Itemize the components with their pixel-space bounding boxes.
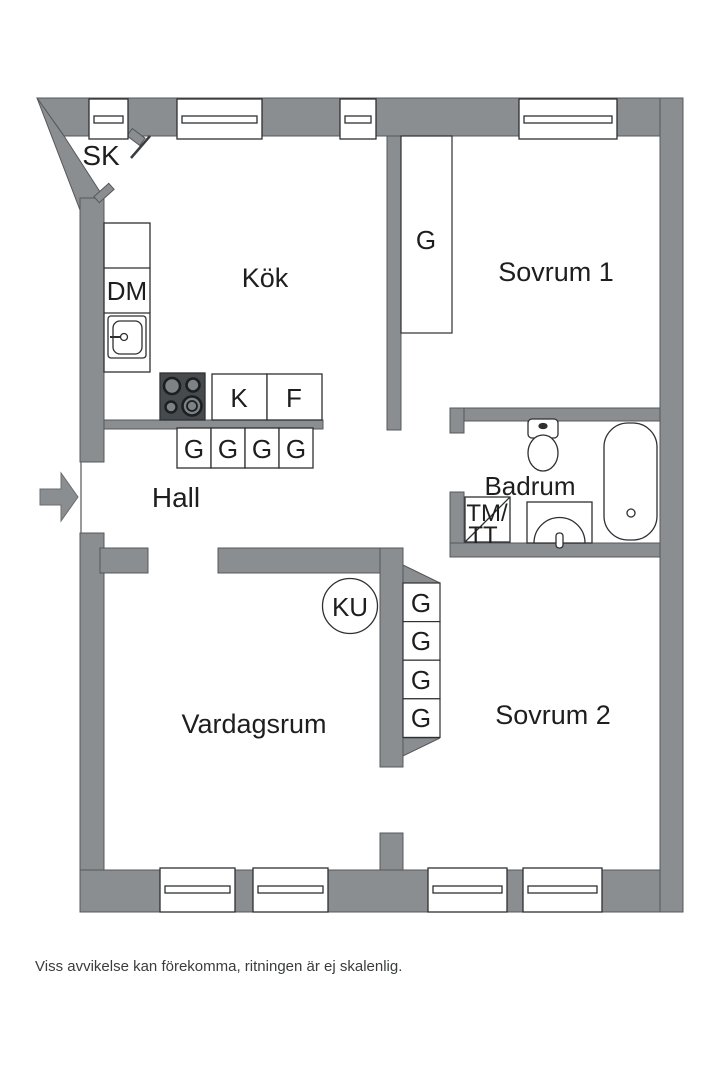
window-glass: [432, 885, 503, 894]
wardrobe-box: [402, 698, 441, 738]
disclaimer-text: Viss avvikelse kan förekomma, ritningen …: [35, 958, 403, 975]
wall-chamfer-top: [402, 564, 441, 584]
wall-left-lower: [79, 532, 105, 913]
wall-living-bedroom2: [379, 547, 404, 768]
label-bedroom1-wardrobe: G: [416, 225, 436, 255]
label-washer-2: TT: [468, 522, 498, 549]
wall-right: [659, 97, 684, 913]
stove-icon: [159, 372, 206, 421]
bedroom1-wardrobe-box: [400, 135, 453, 334]
label-wardrobe-g: G: [411, 665, 431, 695]
sk-door-hinge: [126, 127, 146, 147]
sk-door-leaf: [130, 135, 151, 159]
label-dishwasher: DM: [107, 276, 147, 306]
label-washer-1: TM/: [466, 500, 508, 527]
bedroom2-wardrobes: [402, 582, 441, 738]
kitchen-fixtures: [103, 222, 323, 469]
washbasin-bowl: [533, 516, 586, 544]
label-sk: SK: [82, 140, 120, 171]
window-glass: [164, 885, 231, 894]
window-glass: [257, 885, 324, 894]
wall-bedroom2-door-stub: [379, 832, 404, 871]
label-kitchen: Kök: [242, 263, 289, 293]
wardrobe-box: [278, 427, 314, 469]
label-freezer: F: [286, 383, 302, 413]
entrance-arrow-icon: [39, 471, 79, 523]
label-ku: KU: [332, 592, 368, 622]
ku-circle-icon: [321, 577, 379, 635]
fridge-box: [211, 373, 268, 421]
wardrobe-box: [176, 427, 212, 469]
wall-bath-left-upper: [449, 407, 465, 434]
wall-bath-left-lower: [449, 491, 465, 544]
wall-kitchen-bedroom1: [386, 135, 402, 431]
bathroom-fixtures: [464, 418, 658, 549]
label-fridge: K: [230, 383, 248, 413]
label-wardrobe-g: G: [411, 703, 431, 733]
label-bathroom: Badrum: [484, 471, 575, 501]
wall-chamfer-bottom: [402, 737, 441, 757]
toilet-bowl: [527, 434, 559, 472]
freezer-box: [266, 373, 323, 421]
toilet-button: [538, 422, 548, 430]
label-living-room: Vardagsrum: [181, 709, 326, 739]
wardrobe-box: [244, 427, 280, 469]
label-wardrobe-g: G: [252, 434, 272, 464]
bathtub-drain: [626, 508, 636, 518]
window-glass: [527, 885, 598, 894]
window-glass: [93, 115, 124, 124]
bathtub-icon: [603, 422, 658, 541]
washer-diagonal: [464, 496, 511, 543]
window-glass: [523, 115, 613, 124]
label-bedroom2: Sovrum 2: [495, 700, 611, 730]
wall-left-upper: [79, 197, 105, 463]
label-wardrobe-g: G: [184, 434, 204, 464]
label-wardrobe-g: G: [411, 626, 431, 656]
label-wardrobe-g: G: [411, 588, 431, 618]
label-hall: Hall: [152, 482, 200, 513]
label-bedroom1: Sovrum 1: [498, 257, 614, 287]
wall-hall-living-left: [99, 547, 149, 574]
label-wardrobe-g: G: [218, 434, 238, 464]
kitchen-sink-faucet-knob: [119, 332, 129, 342]
wardrobe-box: [210, 427, 246, 469]
washbasin-tap: [555, 532, 564, 549]
sk-door-post: [93, 182, 115, 204]
wardrobe-box: [402, 620, 441, 661]
windows: [88, 98, 618, 913]
window-glass: [344, 115, 372, 124]
label-wardrobe-g: G: [286, 434, 306, 464]
wardrobe-box: [402, 659, 441, 700]
window-glass: [181, 115, 258, 124]
wall-hall-living-right: [217, 547, 404, 574]
